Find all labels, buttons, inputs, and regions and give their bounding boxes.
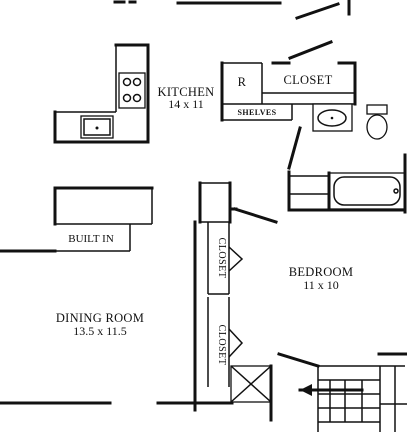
dining-name: DINING ROOM bbox=[56, 311, 144, 325]
kitchen-sink bbox=[80, 115, 114, 139]
built-in bbox=[0, 186, 154, 253]
top-walls bbox=[113, 0, 351, 20]
kitchen-counter bbox=[53, 43, 150, 144]
bottom-walls bbox=[0, 352, 407, 405]
staircase bbox=[298, 365, 407, 432]
shelves-label: SHELVES bbox=[238, 108, 277, 117]
stove bbox=[118, 72, 146, 109]
bedroom-size: 11 x 10 bbox=[303, 278, 339, 292]
top-closet-label: CLOSET bbox=[283, 73, 332, 87]
kitchen-name: KITCHEN bbox=[158, 85, 215, 99]
bedroom-name: BEDROOM bbox=[289, 265, 354, 279]
closet-label-lower: CLOSET bbox=[216, 325, 227, 366]
hall-closets bbox=[193, 181, 278, 422]
bathroom bbox=[287, 103, 407, 214]
dining-size: 13.5 x 11.5 bbox=[73, 324, 127, 338]
kitchen-size: 14 x 11 bbox=[168, 97, 204, 111]
closet-label-upper: CLOSET bbox=[216, 238, 227, 279]
refrigerator-label: R bbox=[238, 75, 247, 89]
built-in-label: BUILT IN bbox=[68, 233, 114, 245]
